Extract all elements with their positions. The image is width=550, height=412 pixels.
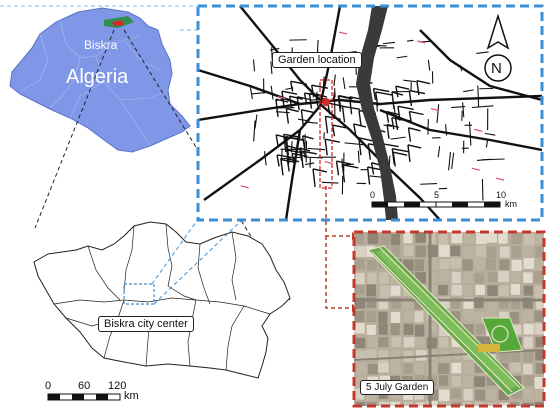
north-arrow-icon xyxy=(484,13,512,82)
garden-satellite-view xyxy=(352,230,546,408)
province-scale-unit: km xyxy=(124,390,139,402)
city-scale-tick-10: 10 xyxy=(496,190,507,200)
province-label: Biskra xyxy=(84,38,118,52)
city-scale-bar xyxy=(371,201,501,208)
province-scale-tick-120: 120 xyxy=(108,380,127,392)
biskra-province-marker xyxy=(112,20,124,26)
algeria-shape xyxy=(9,7,191,153)
city-scale-tick-5: 5 xyxy=(434,190,440,200)
city-center-highlight xyxy=(123,283,155,305)
city-street-map xyxy=(196,4,544,222)
city-map-frame xyxy=(196,4,544,222)
biskra-province-map xyxy=(33,221,291,379)
city-center-label: Biskra city center xyxy=(98,316,194,332)
algeria-inset xyxy=(9,7,191,153)
country-label: Algeria xyxy=(66,66,129,88)
province-scale-tick-0: 0 xyxy=(45,380,52,392)
city-scale-tick-0: 0 xyxy=(370,190,376,200)
garden-location-label: Garden location xyxy=(272,52,362,68)
garden-name-label: 5 July Garden xyxy=(360,380,435,395)
city-scale-unit: km xyxy=(505,199,517,209)
province-scale-tick-60: 60 xyxy=(78,380,91,392)
north-label: N xyxy=(491,60,502,77)
province-scale-bar xyxy=(47,393,121,401)
